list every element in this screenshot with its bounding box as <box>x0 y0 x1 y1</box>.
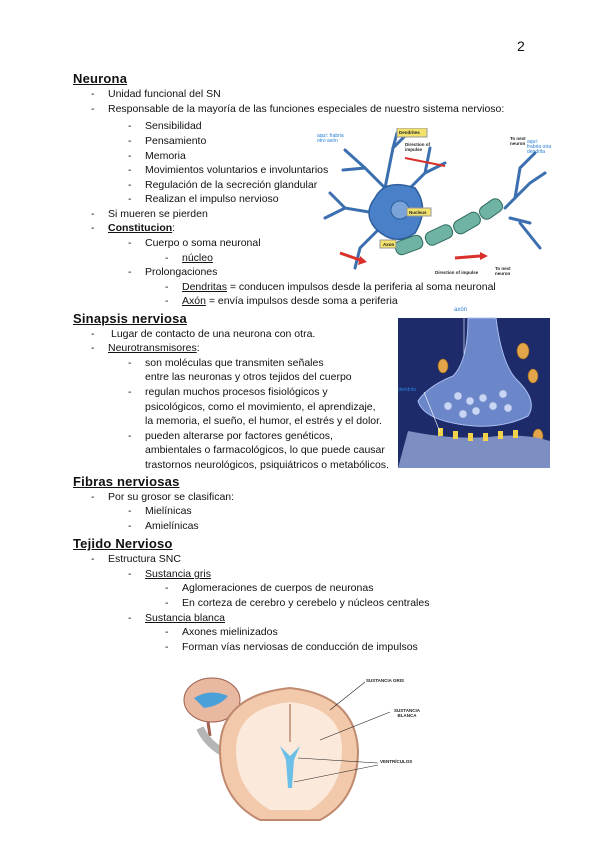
list-item: Regulación de la secreción glandular <box>145 179 318 191</box>
label-axon: Axon <box>383 242 395 247</box>
list-item: Responsable de la mayoría de las funcion… <box>108 103 505 115</box>
list-item: regulan muchos procesos fisiológicos y <box>145 386 328 398</box>
list-item: Constitucion: <box>108 222 175 235</box>
colon: : <box>172 222 176 234</box>
axon-term: Axón <box>182 295 206 307</box>
bullet-dash: - <box>128 612 132 624</box>
list-item: Pensamiento <box>145 135 207 147</box>
list-item: Unidad funcional del SN <box>108 88 221 100</box>
list-item: Prolongaciones <box>145 266 218 278</box>
brain-illustration <box>183 677 391 821</box>
bullet-dash: - <box>128 237 132 249</box>
bullet-dash: - <box>128 430 132 442</box>
bullet-dash: - <box>91 88 95 100</box>
list-item: Si mueren se pierden <box>108 208 208 220</box>
neurotransmisores-term: Neurotransmisores <box>108 342 197 354</box>
list-item: Por su grosor se clasifican: <box>108 491 235 503</box>
label-sustancia-blanca: SUSTANCIA BLANCA <box>394 708 420 718</box>
bullet-dash: - <box>128 164 132 176</box>
bullet-dash: - <box>128 179 132 191</box>
list-item: Aglomeraciones de cuerpos de neuronas <box>182 582 374 594</box>
list-item: Movimientos voluntarios e involuntarios <box>145 164 329 176</box>
list-item: Sustancia blanca <box>145 612 225 624</box>
list-item: Cuerpo o soma neuronal <box>145 237 261 249</box>
bullet-dash: - <box>91 222 95 234</box>
list-item: Dendritas = conducen impulsos desde la p… <box>182 281 496 294</box>
bullet-dash: - <box>128 357 132 369</box>
bullet-dash: - <box>128 193 132 205</box>
label-direction-impulse: Direction of impulse <box>405 142 431 152</box>
bullet-dash: - <box>128 135 132 147</box>
bullet-dash: - <box>165 582 169 594</box>
bullet-dash: - <box>91 328 95 340</box>
section-title-sinapsis: Sinapsis nerviosa <box>73 311 187 326</box>
bullet-dash: - <box>91 342 95 354</box>
note-otra-dendrita: aquí: frabria otra dendrita <box>527 139 552 155</box>
list-item-cont: ambientales o farmacológicos, lo que pue… <box>145 444 385 456</box>
list-item: Neurotransmisores: <box>108 342 200 355</box>
list-item: Sustancia gris <box>145 568 211 580</box>
bullet-dash: - <box>128 505 132 517</box>
list-item-cont: psicológicos, como el movimiento, el apr… <box>145 401 376 413</box>
neuron-diagram: Dendrites Direction of impulse Nucleus A… <box>305 127 553 278</box>
list-item: Estructura SNC <box>108 553 181 565</box>
list-item-cont: la memoria, el sueño, el humor, el estré… <box>145 415 382 427</box>
dendritas-def: = conducen impulsos desde la periferia a… <box>226 281 496 293</box>
label-direction-impulse-2: Direction of impulse <box>435 270 479 275</box>
bullet-dash: - <box>165 295 169 307</box>
list-item: Axón = envía impulsos desde soma a perif… <box>182 295 398 308</box>
bullet-dash: - <box>165 252 169 264</box>
bullet-dash: - <box>91 208 95 220</box>
list-item-cont: trastornos neurológicos, psiquiátricos o… <box>145 459 389 471</box>
list-item: En corteza de cerebro y cerebelo y núcle… <box>182 597 430 609</box>
label-ventriculos: VENTRÍCULOS <box>380 759 413 764</box>
dendritas-term: Dendritas <box>182 281 227 293</box>
bullet-dash: - <box>165 626 169 638</box>
constitucion-label: Constitucion <box>108 222 173 234</box>
list-item: Sensibilidad <box>145 120 202 132</box>
list-item: núcleo <box>182 252 213 264</box>
label-to-next-neuron-2: To next neuron <box>495 266 511 276</box>
brain-section-diagram: SUSTANCIA GRIS SUSTANCIA BLANCA VENTRÍCU… <box>180 670 450 822</box>
bullet-dash: - <box>165 597 169 609</box>
neuron-illustration <box>323 127 547 270</box>
list-item: Realizan el impulso nervioso <box>145 193 279 205</box>
bullet-dash: - <box>91 553 95 565</box>
list-item: pueden alterarse por factores genéticos, <box>145 430 333 442</box>
list-item: Forman vías nerviosas de conducción de i… <box>182 641 418 653</box>
synapse-illustration <box>398 315 550 468</box>
label-sustancia-gris: SUSTANCIA GRIS <box>366 678 405 683</box>
list-item: Amielínicas <box>145 520 199 532</box>
bullet-dash: - <box>128 386 132 398</box>
bullet-dash: - <box>91 491 95 503</box>
list-item: son moléculas que transmiten señales <box>145 357 324 369</box>
note-otro-axon: aquí: frabria otro axón <box>317 133 344 144</box>
list-item: Memoria <box>145 150 186 162</box>
list-item-cont: entre las neuronas y otros tejidos del c… <box>145 371 352 383</box>
bullet-dash: - <box>91 103 95 115</box>
label-axon-synapse: axón <box>454 307 468 313</box>
section-title-neurona: Neurona <box>73 71 128 86</box>
label-to-next-neuron: To next neuron <box>510 136 526 146</box>
section-title-fibras: Fibras nerviosas <box>73 474 180 489</box>
bullet-dash: - <box>128 568 132 580</box>
bullet-dash: - <box>128 120 132 132</box>
bullet-dash: - <box>165 281 169 293</box>
bullet-dash: - <box>128 266 132 278</box>
label-nucleus: Nucleus <box>409 210 427 215</box>
bullet-dash: - <box>128 150 132 162</box>
list-item: Axones mielinizados <box>182 626 278 638</box>
synapse-diagram: axón dendrita <box>398 306 550 468</box>
page-number: 2 <box>517 38 525 54</box>
label-dendrites: Dendrites <box>399 130 420 135</box>
list-item: Lugar de contacto de una neurona con otr… <box>111 328 316 340</box>
colon: : <box>196 342 200 354</box>
list-item: Mielínicas <box>145 505 192 517</box>
axon-def: = envía impulsos desde soma a periferia <box>205 295 398 307</box>
bullet-dash: - <box>128 520 132 532</box>
label-dendrita-synapse: dendrita <box>398 387 417 393</box>
bullet-dash: - <box>165 641 169 653</box>
section-title-tejido: Tejido Nervioso <box>73 536 173 551</box>
